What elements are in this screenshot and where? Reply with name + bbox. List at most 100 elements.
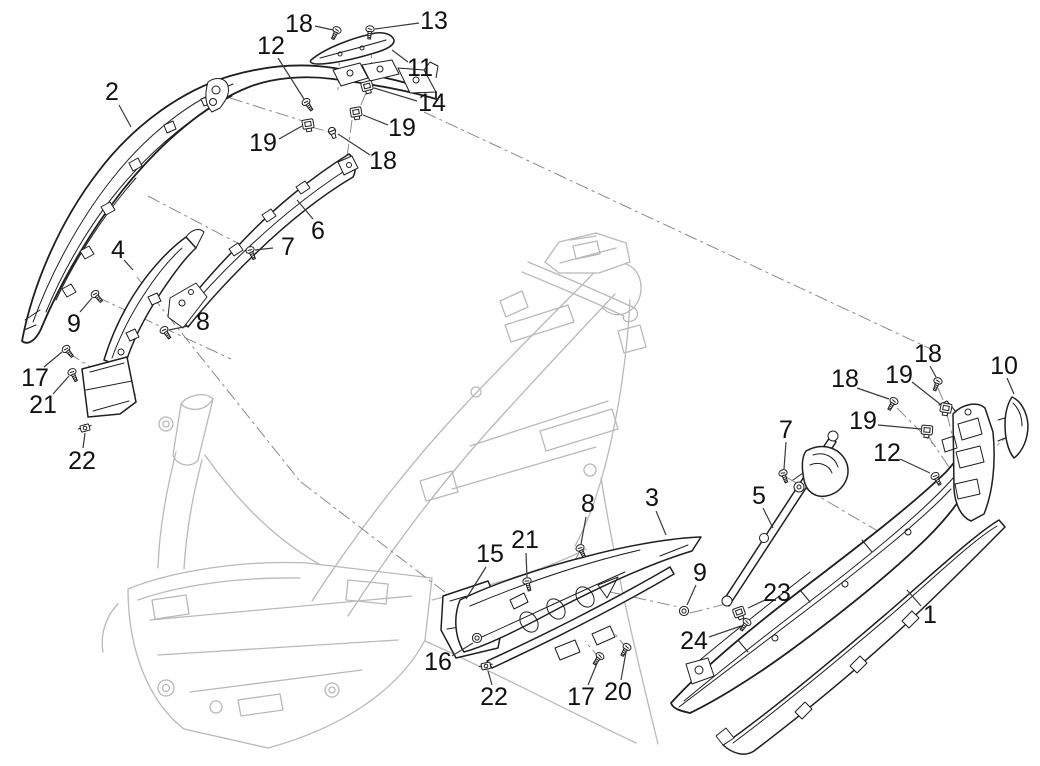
callout-label-7: 7 xyxy=(779,416,793,444)
callout-label-7: 7 xyxy=(281,233,295,261)
leader-line-24 xyxy=(708,625,742,638)
callout-label-6: 6 xyxy=(311,217,325,245)
part-5-shell xyxy=(801,445,849,498)
part-11-inner-line xyxy=(319,39,387,59)
part-1-boss xyxy=(771,634,779,642)
fastener-screw-icon xyxy=(66,366,81,384)
leader-line-22 xyxy=(487,670,493,686)
leader-line-8 xyxy=(168,325,189,331)
part-2-hinge-bracket xyxy=(205,78,229,113)
part-4-hook xyxy=(185,229,205,249)
frame-carrier-tube xyxy=(521,261,639,323)
callout-label-20: 20 xyxy=(604,678,632,706)
fastener-grommet-icon xyxy=(678,605,690,617)
part-3-slot xyxy=(575,586,595,608)
part-5-joint xyxy=(759,533,769,543)
part-11-hole xyxy=(337,51,343,57)
part-5-trim-rod xyxy=(721,430,849,607)
construction-line xyxy=(136,276,300,481)
callout-label-19: 19 xyxy=(388,114,416,142)
part-2-hinge-hole xyxy=(211,85,221,95)
leader-line-3 xyxy=(655,510,667,536)
fastener-screw-icon xyxy=(930,376,944,393)
frame-boss xyxy=(158,416,174,432)
callout-label-19: 19 xyxy=(249,129,277,157)
frame-steering-tube xyxy=(172,394,214,466)
leader-line-6 xyxy=(296,199,314,220)
callout-label-18: 18 xyxy=(914,340,942,368)
leader-line-10 xyxy=(1006,377,1015,395)
part-4-flap-lines xyxy=(85,362,133,412)
part-6-upper-rail xyxy=(167,153,359,329)
part-2-side-cover-left xyxy=(21,59,439,344)
leader-line-19 xyxy=(911,381,941,405)
construction-line xyxy=(147,195,248,249)
frame-boss-inner xyxy=(162,420,170,428)
part-1-side-cover-right xyxy=(670,400,1006,755)
callout-label-4: 4 xyxy=(111,236,125,264)
fastener-clip-icon xyxy=(938,402,953,417)
construction-line xyxy=(557,550,581,591)
part-1-boss xyxy=(841,580,849,588)
part-2-rail-hole xyxy=(376,65,384,73)
callout-label-8: 8 xyxy=(581,490,595,518)
fastener-grommet-icon xyxy=(471,632,483,644)
callout-label-2: 2 xyxy=(105,78,119,106)
leader-line-17 xyxy=(587,660,599,686)
callout-label-10: 10 xyxy=(990,352,1018,380)
callout-label-22: 22 xyxy=(68,447,96,475)
callout-label-21: 21 xyxy=(29,391,57,419)
fastener-clip-icon xyxy=(301,118,316,133)
part-3-outline xyxy=(455,536,702,653)
part-1-strip-tabs xyxy=(715,610,920,746)
construction-line xyxy=(937,387,944,401)
frame-floor-brackets xyxy=(151,579,389,717)
part-4-tabs xyxy=(125,292,162,342)
frame-floor-hole xyxy=(328,686,336,694)
part-3-lower-strip xyxy=(486,566,675,669)
fastener-screw-icon xyxy=(60,343,77,360)
callout-label-18: 18 xyxy=(285,10,313,38)
construction-line xyxy=(689,603,727,614)
part-6-end-hole xyxy=(346,162,352,168)
leader-line-16 xyxy=(451,642,474,657)
part-2-tip-detail xyxy=(23,309,41,331)
frame-seat-bracket xyxy=(544,232,631,274)
leader-line-11 xyxy=(391,49,409,63)
leader-line-12 xyxy=(899,458,931,474)
part-6-end-cap xyxy=(337,155,359,176)
part-6-bracket-hole xyxy=(178,299,186,307)
frame-floor-hole xyxy=(157,679,175,697)
callout-label-23: 23 xyxy=(763,579,791,607)
part-11-small-cover-lid xyxy=(309,32,395,65)
part-1-strip-inner xyxy=(732,525,998,744)
frame-rear-downtube xyxy=(574,299,631,547)
part-10-small-cover-right xyxy=(997,396,1029,459)
fastener-rivet-icon xyxy=(326,125,339,140)
frame-floor-hole xyxy=(161,683,171,693)
frame-floor-hole xyxy=(209,700,223,714)
callout-label-15: 15 xyxy=(476,540,504,568)
callout-label-13: 13 xyxy=(420,7,448,35)
callout-label-12: 12 xyxy=(257,32,285,60)
leader-line-12 xyxy=(277,57,305,100)
construction-line xyxy=(229,97,304,122)
part-2-outline xyxy=(21,64,437,344)
leader-line-7 xyxy=(783,441,787,470)
construction-line xyxy=(896,407,937,448)
callout-label-9: 9 xyxy=(693,559,707,587)
leader-line-18 xyxy=(856,387,890,400)
panel-parts xyxy=(21,32,1029,755)
leader-line-23 xyxy=(747,599,766,609)
frame-floor-hole xyxy=(324,682,340,698)
part-2-rail-hole xyxy=(346,69,354,77)
part-10-outline xyxy=(1004,396,1029,459)
part-6-bracket-hole xyxy=(188,289,194,295)
leader-line-7 xyxy=(254,247,274,251)
part-2-rail-hole xyxy=(412,76,420,84)
part-1-front-bracket xyxy=(952,403,995,522)
part-3-slot xyxy=(546,598,566,620)
callout-leader-lines xyxy=(43,22,1015,686)
